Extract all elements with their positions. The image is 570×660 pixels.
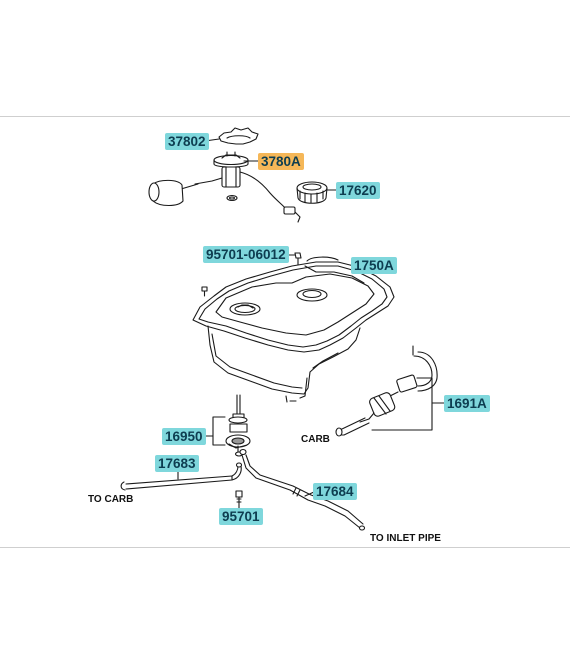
callout-3780A[interactable]: 3780A bbox=[258, 153, 304, 170]
hose-to-inlet-part bbox=[239, 448, 366, 531]
fuel-cock-part bbox=[225, 394, 251, 457]
callout-1750A[interactable]: 1750A bbox=[351, 257, 397, 274]
bracket-1691A bbox=[371, 377, 433, 431]
drain-bolt-part bbox=[235, 490, 243, 507]
hose-to-carb-part bbox=[120, 462, 243, 491]
callout-17620[interactable]: 17620 bbox=[336, 182, 380, 199]
callout-1691A[interactable]: 1691A bbox=[444, 395, 490, 412]
callout-95701[interactable]: 95701 bbox=[219, 508, 263, 525]
label-carb: CARB bbox=[301, 434, 330, 445]
fuel-filter-hose-part bbox=[335, 345, 438, 437]
callout-37802[interactable]: 37802 bbox=[165, 133, 209, 150]
callout-17684[interactable]: 17684 bbox=[313, 483, 357, 500]
callout-16950[interactable]: 16950 bbox=[162, 428, 206, 445]
lock-ring-part bbox=[218, 127, 259, 145]
label-to-carb: TO CARB bbox=[88, 494, 134, 505]
diagram-frame bbox=[0, 116, 570, 548]
fuel-tank-part bbox=[192, 256, 395, 403]
label-to-inlet-pipe: TO INLET PIPE bbox=[370, 533, 441, 544]
callout-95701-06012[interactable]: 95701-06012 bbox=[203, 246, 289, 263]
fuel-sender-part bbox=[148, 151, 301, 223]
bracket-16950 bbox=[212, 416, 226, 446]
leader-17684 bbox=[304, 491, 315, 497]
callout-17683[interactable]: 17683 bbox=[155, 455, 199, 472]
filler-cap-part bbox=[296, 181, 328, 204]
